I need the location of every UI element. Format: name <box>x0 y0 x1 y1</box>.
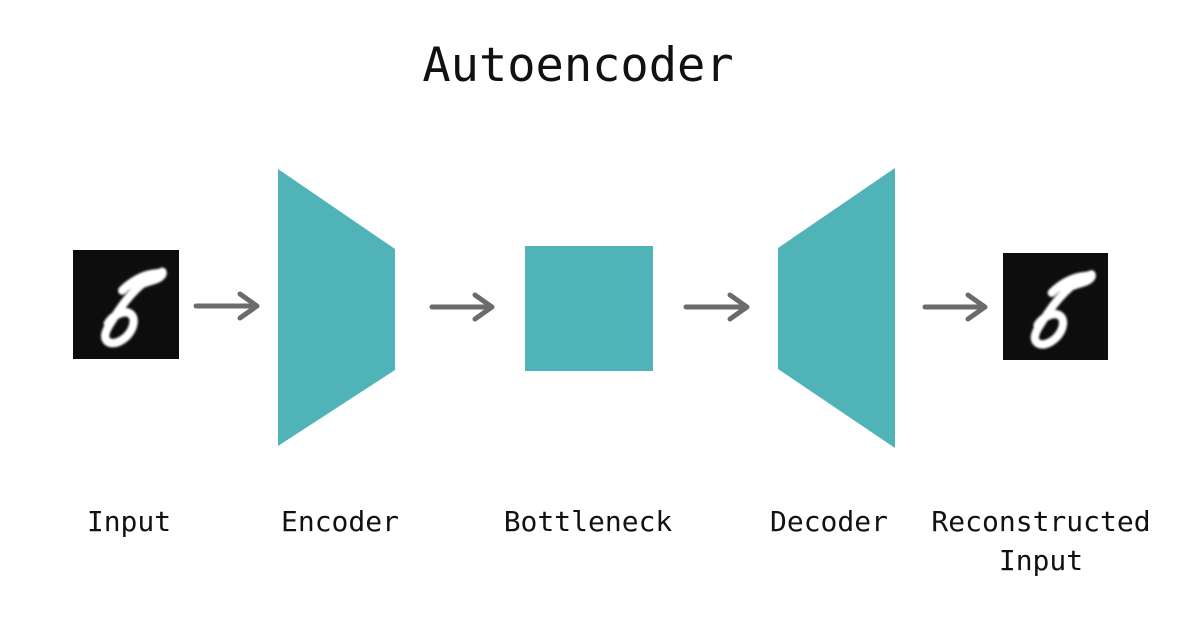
bottleneck-shape <box>525 246 653 371</box>
label-encoder: Encoder <box>280 505 399 538</box>
label-input: Input <box>86 505 172 538</box>
input-digit-image <box>73 250 179 359</box>
label-bottleneck: Bottleneck <box>503 505 673 538</box>
arrow-right-icon <box>922 292 988 322</box>
label-decoder: Decoder <box>769 505 888 538</box>
diagram-title: Autoencoder <box>422 38 734 93</box>
reconstructed-digit-image <box>1003 253 1108 360</box>
encoder-shape <box>278 169 395 446</box>
arrow-right-icon <box>193 291 260 321</box>
arrow-right-icon <box>429 292 495 322</box>
label-reconstructed-input: Reconstructed Input <box>931 505 1151 577</box>
decoder-shape <box>778 168 895 448</box>
arrow-right-icon <box>683 292 750 322</box>
